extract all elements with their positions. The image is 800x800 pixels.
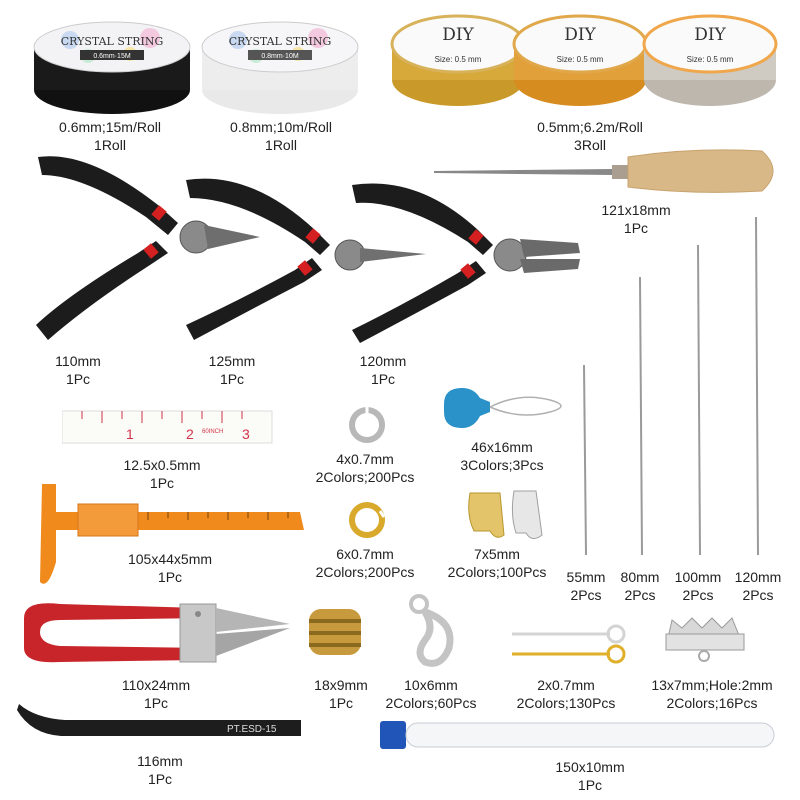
svg-text:DIY: DIY [694, 25, 726, 45]
svg-text:Size: 0.5 mm: Size: 0.5 mm [687, 55, 734, 64]
round-nose-pliers [186, 178, 426, 340]
side-cutter-pliers [36, 156, 260, 340]
pinch-bails [468, 490, 543, 539]
svg-text:DIY: DIY [564, 25, 596, 45]
awl-tool [434, 149, 774, 193]
svg-text:60INCH: 60INCH [202, 429, 223, 435]
jump-ring-opener [309, 609, 361, 655]
lobster-clasp [409, 594, 454, 667]
bead-storage-tube [380, 721, 775, 749]
eye-pins [512, 624, 626, 664]
svg-text:3: 3 [242, 426, 250, 442]
tape-measure: 1 2 3 60INCH [62, 410, 273, 444]
sliding-caliper [40, 484, 304, 584]
chain-nose-pliers [352, 183, 580, 343]
svg-text:Size: 0.5 mm: Size: 0.5 mm [557, 55, 604, 64]
svg-text:1: 1 [126, 426, 134, 442]
svg-text:DIY: DIY [442, 25, 474, 45]
tweezers: PT.ESD-15 [17, 704, 301, 736]
thread-snips [24, 603, 290, 663]
white-crystal-string-spool: CRYSTAL STRING 0.8mm·10M [201, 21, 359, 114]
svg-text:Size: 0.5 mm: Size: 0.5 mm [435, 55, 482, 64]
ribbon-crimp-end [665, 617, 745, 662]
svg-text:CRYSTAL STRING: CRYSTAL STRING [229, 35, 332, 48]
diy-copper-wire-spools: DIY Size: 0.5 mm DIY Size: 0.5 mm DIY Si… [390, 14, 778, 106]
beading-needles [583, 216, 759, 556]
svg-text:0.6mm·15M: 0.6mm·15M [93, 53, 131, 60]
svg-text:0.8mm·10M: 0.8mm·10M [261, 53, 299, 60]
svg-text:PT.ESD-15: PT.ESD-15 [227, 724, 277, 735]
silver-jump-ring [349, 406, 385, 443]
needle-threader [444, 388, 562, 428]
gold-jump-ring [349, 502, 386, 538]
black-crystal-string-spool: CRYSTAL STRING 0.6mm·15M [33, 21, 191, 114]
spool-label-text: CRYSTAL STRING [61, 35, 164, 48]
svg-text:2: 2 [186, 426, 194, 442]
